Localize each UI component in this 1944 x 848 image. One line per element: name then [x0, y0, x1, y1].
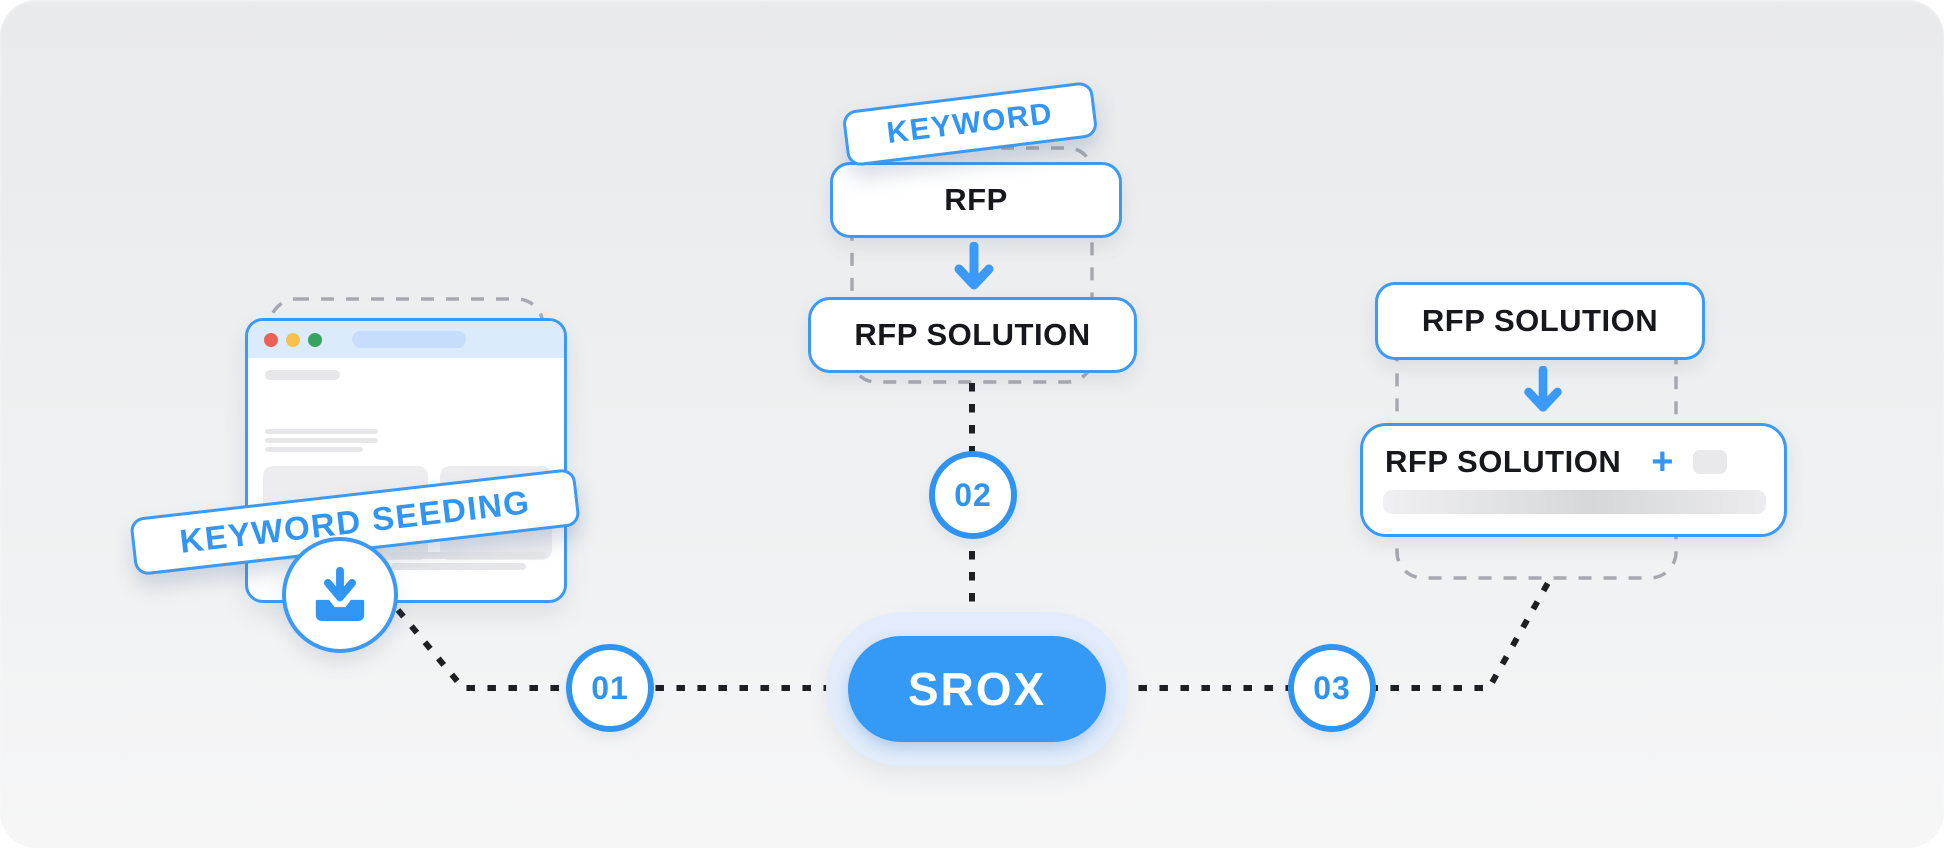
- yellow-dot-icon: [286, 332, 300, 347]
- right-result-box-label: RFP SOLUTION: [1385, 444, 1622, 479]
- skeleton-line: [265, 370, 340, 380]
- right-input-box: RFP SOLUTION: [1375, 282, 1705, 360]
- skeleton-line: [265, 429, 378, 434]
- thumbnail-placeholder: [1693, 450, 1728, 474]
- plus-icon: +: [1651, 441, 1674, 483]
- skeleton-line: [391, 552, 546, 559]
- progress-bar: [1383, 490, 1766, 514]
- rfp-solution-box: RFP SOLUTION: [808, 297, 1137, 373]
- red-dot-icon: [264, 332, 278, 347]
- srox-pill: SROX: [848, 636, 1106, 742]
- skeleton-line: [265, 438, 378, 443]
- download-icon: [315, 566, 365, 621]
- download-circle: [282, 537, 398, 653]
- skeleton-line: [391, 563, 526, 570]
- arrow-down-icon: [1524, 366, 1562, 412]
- center-group-outline: [850, 146, 1094, 384]
- keyword-label: KEYWORD: [884, 96, 1055, 151]
- green-dot-icon: [308, 332, 322, 347]
- url-bar: [352, 331, 466, 348]
- rfp-box: RFP: [830, 162, 1122, 238]
- rfp-solution-box-label: RFP SOLUTION: [854, 317, 1091, 352]
- srox-hub: SROX: [826, 612, 1128, 766]
- browser-titlebar: [248, 321, 564, 358]
- step-circle-01: 01: [566, 644, 654, 732]
- rfp-box-label: RFP: [944, 182, 1008, 217]
- arrow-down-icon: [954, 242, 994, 290]
- right-result-box: RFP SOLUTION +: [1360, 423, 1787, 537]
- step-circle-03: 03: [1288, 644, 1376, 732]
- step-circle-02: 02: [929, 451, 1017, 539]
- result-row: RFP SOLUTION +: [1385, 441, 1728, 483]
- skeleton-line: [265, 447, 363, 452]
- right-input-box-label: RFP SOLUTION: [1421, 303, 1659, 338]
